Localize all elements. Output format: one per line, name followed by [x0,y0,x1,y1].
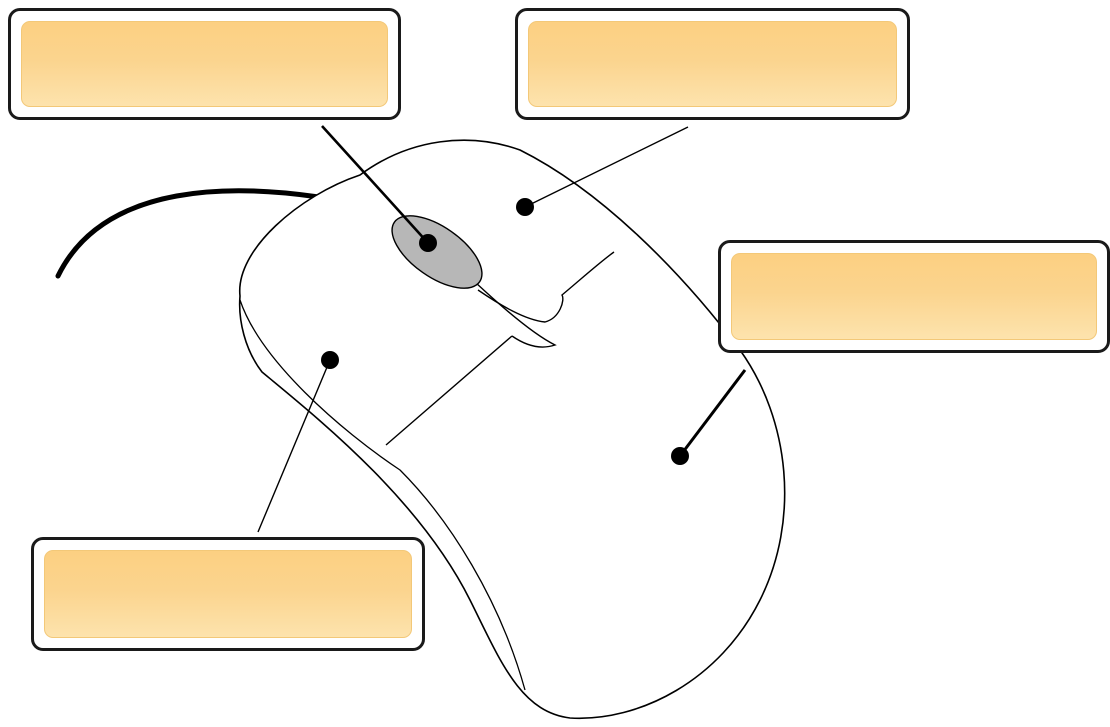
buttons-divider-right [477,251,615,323]
dot-right-button [516,198,534,216]
label-box-mouse-body[interactable] [718,240,1110,353]
mouse-body-outline [238,139,786,720]
label-box-left-button[interactable] [31,537,425,651]
leader-right-button [524,126,689,208]
label-text-right-button [528,21,897,107]
label-text-left-button [44,550,412,638]
dot-left-button [321,351,339,369]
label-box-right-button[interactable] [515,8,910,120]
buttons-divider-bottom [385,335,513,446]
mouse-side-contour [239,299,526,691]
scroll-wheel [391,215,483,289]
label-text-mouse-body [731,253,1097,340]
label-text-scroll-wheel [21,21,388,107]
button-valley [474,281,557,348]
leader-scroll-wheel [321,125,429,244]
dot-scroll-wheel [419,234,437,252]
leader-mouse-body [678,369,747,457]
dot-mouse-body [671,447,689,465]
label-box-scroll-wheel[interactable] [8,8,401,120]
leader-left-button [257,359,331,533]
